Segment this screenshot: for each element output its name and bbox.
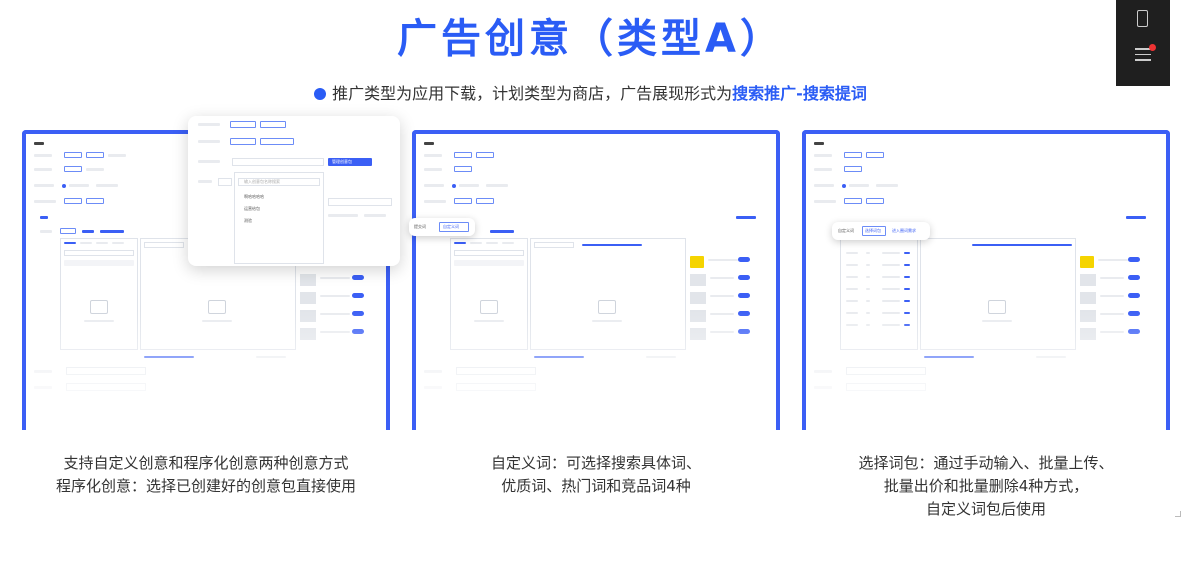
tab-enter-requirements[interactable]: 进入圈词需求 bbox=[892, 228, 916, 233]
phone-icon[interactable] bbox=[1137, 10, 1148, 27]
package-option[interactable]: 运营给包 bbox=[244, 206, 260, 211]
tab-word-package[interactable] bbox=[862, 226, 886, 236]
custom-word-button[interactable] bbox=[439, 222, 469, 232]
bullet-dot-icon bbox=[314, 88, 327, 100]
manage-package-button[interactable] bbox=[328, 158, 372, 166]
menu-icon[interactable] bbox=[1135, 48, 1151, 65]
word-package-callout: 自定义词 选择词包 进入圈词需求 bbox=[832, 222, 930, 240]
page-title: 广告创意（类型A） bbox=[397, 16, 784, 62]
package-option[interactable]: 啊哈哈哈哈 bbox=[244, 194, 264, 199]
subtitle-highlight: 搜索推广-搜索提词 bbox=[732, 84, 867, 103]
caption-panel-2: 自定义词：可选择搜索具体词、 优质词、热门词和竞品词4种 bbox=[490, 454, 701, 495]
caption-panel-1: 支持自定义创意和程序化创意两种创意方式 程序化创意：选择已创建好的创意包直接使用 bbox=[55, 454, 356, 495]
package-option[interactable]: 测验 bbox=[244, 218, 252, 223]
resize-corner-icon bbox=[1175, 511, 1181, 517]
screenshot-panel-custom-words bbox=[412, 130, 780, 430]
package-dropdown[interactable] bbox=[234, 172, 324, 264]
page-subtitle: 推广类型为应用下载，计划类型为商店，广告展现形式为搜索推广-搜索提词 bbox=[0, 80, 1181, 104]
caption-panel-3: 选择词包：通过手动输入、批量上传、 批量出价和批量删除4种方式， 自定义词包后使… bbox=[858, 454, 1114, 518]
subtitle-text: 推广类型为应用下载，计划类型为商店，广告展现形式为 bbox=[332, 84, 733, 103]
creative-package-popup: 管理创意包 输入创意包名称搜索 啊哈哈哈哈 运营给包 测验 bbox=[188, 116, 400, 266]
screenshot-panel-word-package bbox=[802, 130, 1170, 430]
tab-custom-word[interactable]: 自定义词 bbox=[838, 228, 854, 233]
floating-toolbar bbox=[1116, 0, 1170, 86]
custom-word-callout: 提交词 自定义词 bbox=[409, 218, 475, 236]
package-search-input[interactable] bbox=[238, 178, 320, 186]
notification-dot-icon bbox=[1149, 44, 1156, 51]
